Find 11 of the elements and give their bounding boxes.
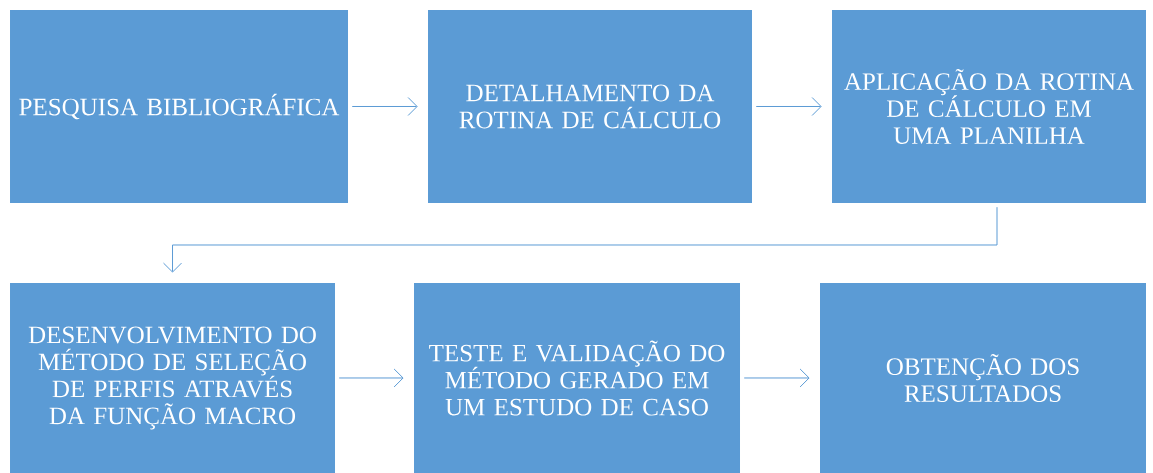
- arrow: [351, 97, 418, 116]
- process-box: DETALHAMENTO DA ROTINA DE CÁLCULO: [428, 10, 752, 203]
- process-box: APLICAÇÃO DA ROTINA DE CÁLCULO EM UMA PLANILHA: [832, 10, 1146, 203]
- arrow: [743, 368, 810, 388]
- process-box: PESQUISA BIBLIOGRÁFICA: [10, 10, 348, 203]
- process-box: OBTENÇÃO DOS RESULTADOS: [820, 283, 1146, 473]
- process-box: DESENVOLVIMENTO DO MÉTODO DE SELEÇÃO DE PERFIS ATRAVÉS DA FUNÇÃO MACRO: [10, 283, 335, 473]
- arrow: [338, 368, 404, 388]
- arrow: [163, 206, 998, 273]
- arrow: [755, 97, 822, 116]
- process-box: TESTE E VALIDAÇÃO DO MÉTODO GERADO EM UM ESTUDO DE CASO: [414, 283, 740, 473]
